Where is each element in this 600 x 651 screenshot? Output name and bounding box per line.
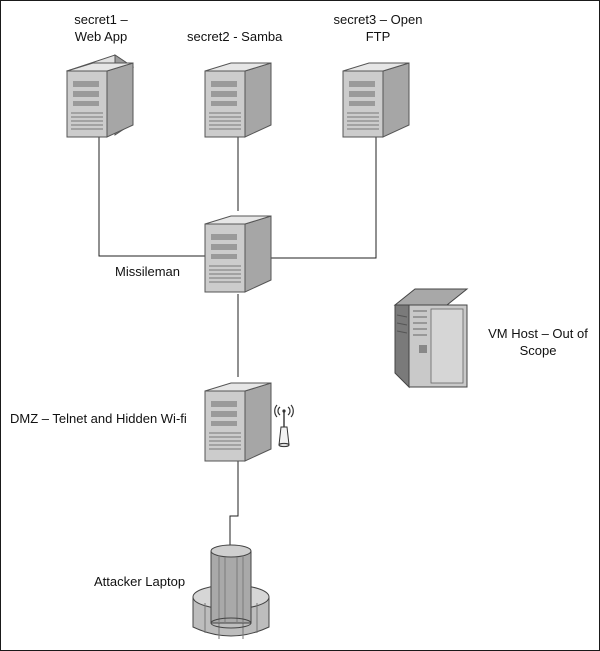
vm-host-label-line2: Scope bbox=[519, 343, 557, 358]
missileman-server-icon bbox=[204, 215, 272, 293]
secret2-server-icon bbox=[204, 62, 272, 138]
secret1-label-line2: Web App bbox=[74, 29, 128, 44]
link-secret1-missileman bbox=[98, 131, 211, 257]
dmz-label: DMZ – Telnet and Hidden Wi-fi bbox=[10, 411, 187, 426]
secret3-label: secret3 – Open FTP bbox=[323, 11, 433, 45]
secret1-label: secret1 – Web App bbox=[53, 11, 149, 45]
secret1-server-icon bbox=[65, 54, 135, 138]
link-secret3-missileman bbox=[267, 131, 377, 259]
vm-host-label-line1: VM Host – Out of bbox=[488, 326, 588, 341]
attacker-laptop-icon bbox=[192, 544, 270, 639]
dmz-server-icon bbox=[204, 382, 272, 462]
vm-host-label: VM Host – Out of Scope bbox=[481, 325, 595, 359]
missileman-label: Missileman bbox=[115, 264, 181, 279]
vm-host-rack-icon bbox=[393, 288, 469, 389]
secret3-label-line2: FTP bbox=[365, 29, 391, 44]
secret3-label-line1: secret3 – Open bbox=[333, 12, 423, 27]
attacker-label: Attacker Laptop bbox=[94, 574, 186, 589]
secret3-server-icon bbox=[342, 62, 410, 138]
wifi-router-icon bbox=[274, 404, 294, 448]
secret2-label: secret2 - Samba bbox=[187, 29, 283, 44]
secret1-label-line1: secret1 – bbox=[74, 12, 128, 27]
